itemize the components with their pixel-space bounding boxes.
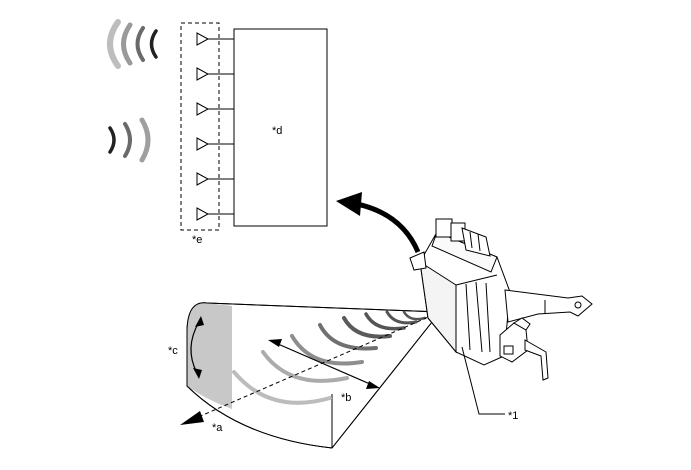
- triangle-antenna-icon: [196, 207, 234, 221]
- antenna-array: [196, 32, 234, 221]
- detection-axis-a: [180, 311, 441, 425]
- label-e: *e: [192, 234, 202, 246]
- antenna-array-box: [180, 22, 220, 231]
- label-a: *a: [212, 422, 223, 434]
- triangle-antenna-icon: [196, 67, 234, 81]
- processing-unit-box: [233, 28, 328, 227]
- radar-wave-arcs: [232, 310, 427, 405]
- angle-arrow-c: [190, 316, 204, 379]
- triangle-antenna-icon: [196, 32, 234, 46]
- label-c: *c: [168, 345, 178, 357]
- receive-wave-icon: [108, 117, 151, 163]
- leader-line-1: [461, 346, 505, 415]
- triangle-antenna-icon: [196, 102, 234, 116]
- triangle-antenna-icon: [196, 172, 234, 186]
- detection-area: [186, 302, 442, 449]
- transmit-wave-icon: [107, 19, 158, 69]
- label-d: *d: [272, 125, 282, 137]
- curved-arrow-icon: [336, 192, 421, 254]
- triangle-antenna-icon: [196, 137, 234, 151]
- label-part-1: *1: [508, 410, 518, 422]
- label-b: *b: [341, 392, 351, 404]
- radar-sensor-unit-icon: [409, 218, 593, 381]
- width-arrow-b: [268, 339, 380, 389]
